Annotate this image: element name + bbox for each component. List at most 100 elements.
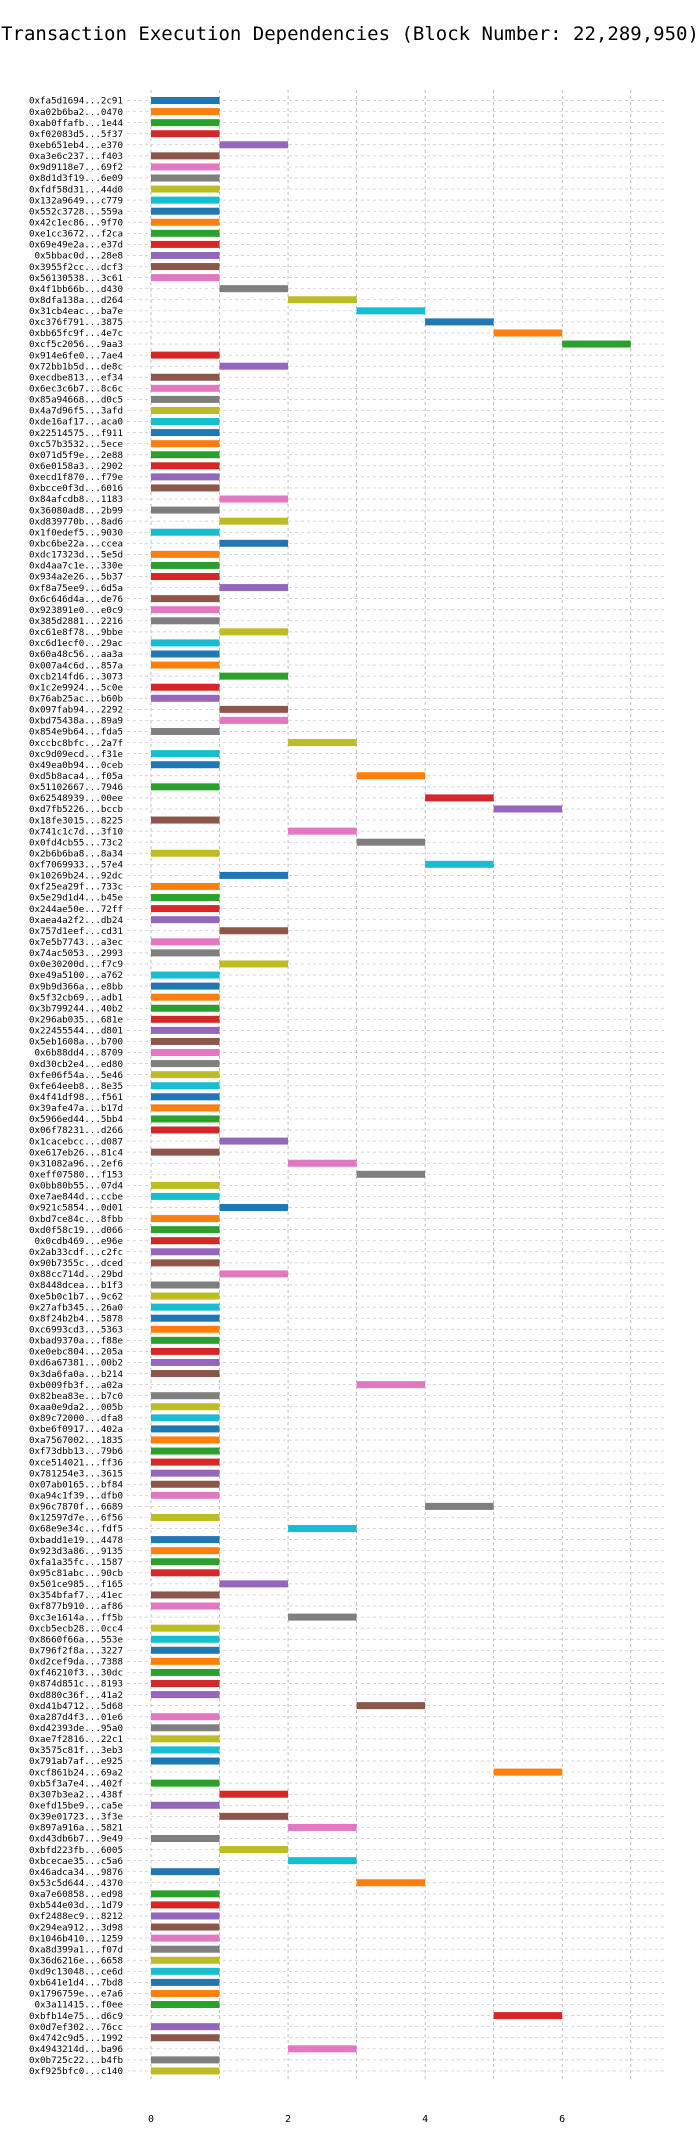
transaction-bar — [150, 1635, 220, 1643]
transaction-bar — [150, 1480, 220, 1488]
transaction-bar — [150, 1093, 220, 1101]
transaction-label: 0x74ac5053...2993 — [29, 948, 123, 959]
transaction-label: 0xf8a75ee9...6d5a — [29, 583, 123, 594]
transaction-label: 0x791ab7af...e925 — [29, 1756, 123, 1767]
transaction-bar — [150, 1115, 220, 1123]
transaction-label: 0x921c5854...0d01 — [29, 1203, 123, 1214]
transaction-bar — [150, 1126, 220, 1134]
transaction-bar — [150, 1281, 220, 1289]
transaction-bar — [150, 2034, 220, 2042]
transaction-label: 0xc57b3532...5ece — [29, 439, 123, 450]
transaction-label: 0x39e01723...3f3e — [29, 1812, 123, 1823]
transaction-bar — [150, 1591, 220, 1599]
transaction-bar — [288, 1823, 357, 1831]
transaction-label: 0x4a7d96f5...3afd — [29, 406, 123, 417]
transaction-label: 0x0d7ef302...76cc — [29, 2022, 123, 2033]
transaction-bar — [150, 1358, 220, 1366]
transaction-label: 0x5e29d1d4...b45e — [29, 893, 123, 904]
transaction-bar — [219, 1846, 289, 1854]
transaction-label: 0x0fd4cb55...73c2 — [29, 837, 123, 848]
transaction-label: 0xd839770b...8ad6 — [29, 516, 123, 527]
transaction-bar — [150, 1735, 220, 1743]
transaction-bar — [150, 1912, 220, 1920]
transaction-bar — [150, 550, 220, 558]
transaction-label: 0x07ab0165...bf84 — [29, 1479, 124, 1490]
transaction-bar — [219, 672, 289, 680]
transaction-label: 0x4943214d...ba96 — [29, 2044, 123, 2055]
transaction-label: 0x18fe3015...8225 — [29, 815, 123, 826]
transaction-bar — [150, 938, 220, 946]
transaction-label: 0xd880c36f...41a2 — [29, 1690, 123, 1701]
transaction-bar — [150, 451, 220, 459]
transaction-bar — [150, 1215, 220, 1223]
transaction-bar — [150, 1181, 220, 1189]
transaction-bar — [150, 2001, 220, 2009]
transaction-label: 0x10269b24...92dc — [29, 871, 123, 882]
transaction-bar — [150, 2056, 220, 2064]
transaction-bar — [150, 1414, 220, 1422]
transaction-bar — [219, 141, 289, 149]
transaction-bar — [150, 528, 220, 536]
transaction-label: 0xf925bfc0...c140 — [29, 2066, 123, 2077]
transaction-label: 0xeff07580...f153 — [29, 1169, 123, 1180]
transaction-bar — [356, 1381, 426, 1389]
transaction-label: 0x914e6fe0...7ae4 — [29, 350, 124, 361]
transaction-label: 0xb544e03d...1d79 — [29, 1900, 123, 1911]
transaction-bar — [150, 406, 220, 414]
transaction-label: 0xab0ffafb...1e44 — [29, 118, 124, 129]
transaction-label: 0x2ab33cdf...c2fc — [29, 1247, 123, 1258]
transaction-label: 0xb5f3a7e4...402f — [29, 1778, 123, 1789]
transaction-bar — [150, 1890, 220, 1898]
transaction-label: 0xcb214fd6...3073 — [29, 671, 123, 682]
transaction-label: 0x51102667...7946 — [29, 782, 123, 793]
transaction-label: 0xf02083d5...5f37 — [29, 129, 123, 140]
transaction-bar — [288, 1613, 357, 1621]
transaction-bar — [493, 805, 563, 813]
transaction-label: 0xf73dbb13...79b6 — [29, 1446, 123, 1457]
transaction-label: 0x244ae50e...72ff — [29, 904, 123, 915]
transaction-label: 0xfa1a35fc...1587 — [29, 1557, 123, 1568]
transaction-bar — [150, 274, 220, 282]
transaction-label: 0xfdf58d31...44d0 — [29, 184, 123, 195]
transaction-bar — [150, 1303, 220, 1311]
transaction-bar — [150, 97, 220, 104]
transaction-label: 0x60a48c56...aa3a — [29, 649, 123, 660]
transaction-bar — [150, 1668, 220, 1676]
transaction-label: 0xf7069933...57e4 — [29, 860, 124, 871]
transaction-bar — [356, 1170, 426, 1178]
transaction-label: 0x007a4c6d...857a — [29, 660, 123, 671]
x-tick-label: 4 — [422, 2114, 428, 2125]
transaction-label: 0x90b7355c...dced — [29, 1258, 123, 1269]
transaction-label: 0x5eb1608a...b700 — [29, 1037, 123, 1048]
transaction-bar — [288, 739, 357, 747]
transaction-label: 0x6e0158a3...2902 — [29, 461, 123, 472]
transaction-label: 0x741c1c7d...3f10 — [29, 826, 123, 837]
transaction-bar — [150, 506, 220, 514]
transaction-bar — [150, 1646, 220, 1654]
transaction-bar — [150, 1259, 220, 1267]
transaction-bar — [219, 871, 289, 879]
transaction-label: 0xa02b6ba2...0470 — [29, 107, 123, 118]
transaction-label: 0x31cb4eac...ba7e — [29, 306, 123, 317]
transaction-bar — [150, 1868, 220, 1876]
transaction-label: 0xfa5d1694...2c91 — [29, 96, 123, 107]
transaction-bar — [288, 296, 357, 304]
transaction-bar — [150, 351, 220, 359]
transaction-bar — [150, 1237, 220, 1245]
transaction-label: 0x4f1bb66b...d430 — [29, 284, 123, 295]
transaction-bar — [150, 2067, 220, 2075]
transaction-bar — [219, 362, 289, 370]
transaction-bar — [493, 2012, 563, 2020]
transaction-bar — [150, 1425, 220, 1433]
transaction-bar — [150, 1336, 220, 1344]
transaction-label: 0x62548939...00ee — [29, 793, 123, 804]
transaction-label: 0xce514021...ff36 — [29, 1457, 123, 1468]
transaction-bar — [150, 119, 220, 127]
transaction-bar — [562, 340, 631, 348]
transaction-label: 0xc376f791...3875 — [29, 317, 123, 328]
transaction-bar — [150, 1392, 220, 1400]
transaction-label: 0xbcecae35...c5a6 — [29, 1856, 123, 1867]
transaction-bar — [150, 694, 220, 702]
transaction-bar — [150, 263, 220, 271]
